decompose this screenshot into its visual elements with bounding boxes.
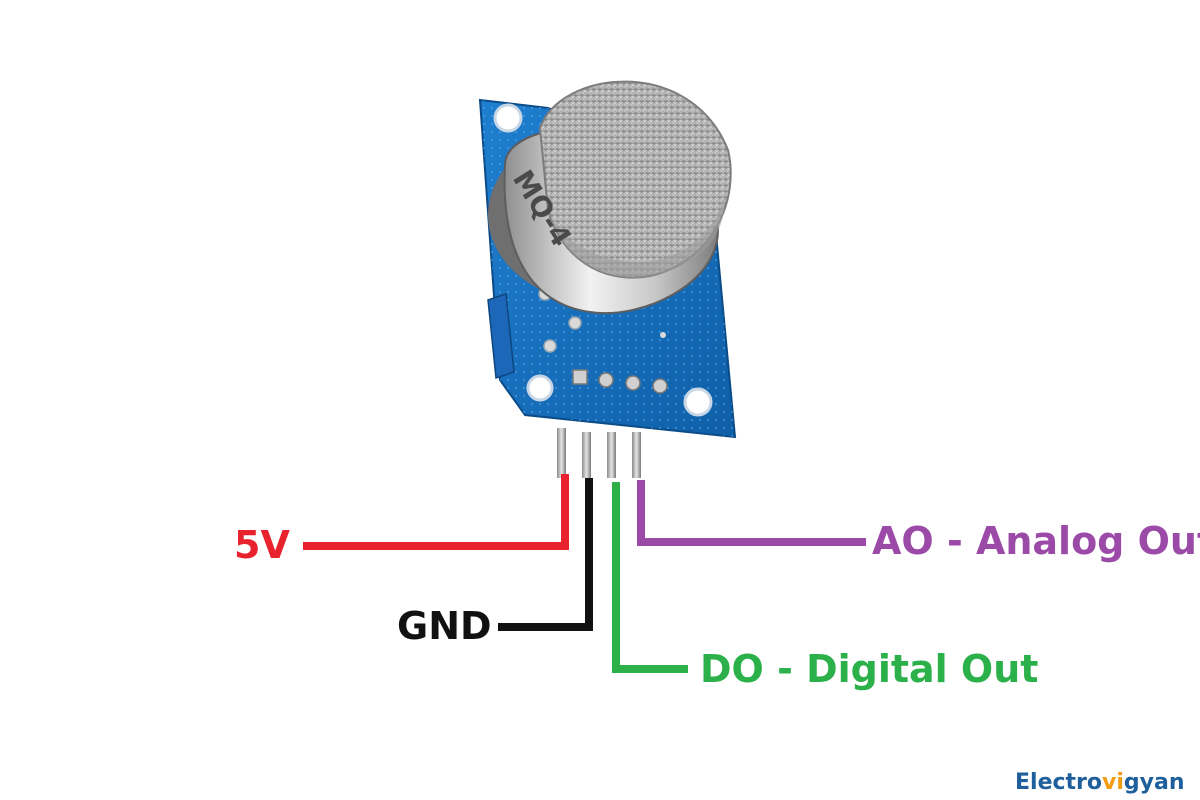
label-5v: 5V xyxy=(234,523,290,567)
solder-pad xyxy=(543,339,557,353)
mounting-hole xyxy=(683,387,713,417)
label-gnd: GND xyxy=(397,604,492,648)
pin-ao xyxy=(632,432,641,478)
label-analog-out: AO - Analog Out xyxy=(872,519,1200,563)
wire-ao xyxy=(637,480,866,546)
wire-gnd xyxy=(498,478,593,631)
header-pad xyxy=(625,375,641,391)
header-pins xyxy=(557,428,641,478)
gas-sensor: MQ-4 xyxy=(488,80,732,315)
header-pad xyxy=(652,378,668,394)
mounting-hole xyxy=(526,374,554,402)
pin-vcc xyxy=(557,428,566,478)
solder-pad xyxy=(568,316,582,330)
brand-prefix: Electro xyxy=(1015,770,1103,795)
label-digital-out: DO - Digital Out xyxy=(700,647,1039,691)
pin-do xyxy=(607,432,616,478)
brand-accent: vi xyxy=(1102,770,1124,795)
brand-suffix: gyan xyxy=(1123,770,1185,795)
pin-gnd xyxy=(582,432,591,478)
brand-logo: Electrovigyan xyxy=(1015,770,1185,795)
wire-5v xyxy=(303,474,569,550)
mounting-hole xyxy=(493,103,523,133)
header-pad xyxy=(598,372,614,388)
potentiometer xyxy=(487,292,515,380)
header-pad xyxy=(572,369,588,385)
wire-do xyxy=(612,482,688,673)
via xyxy=(660,332,666,338)
